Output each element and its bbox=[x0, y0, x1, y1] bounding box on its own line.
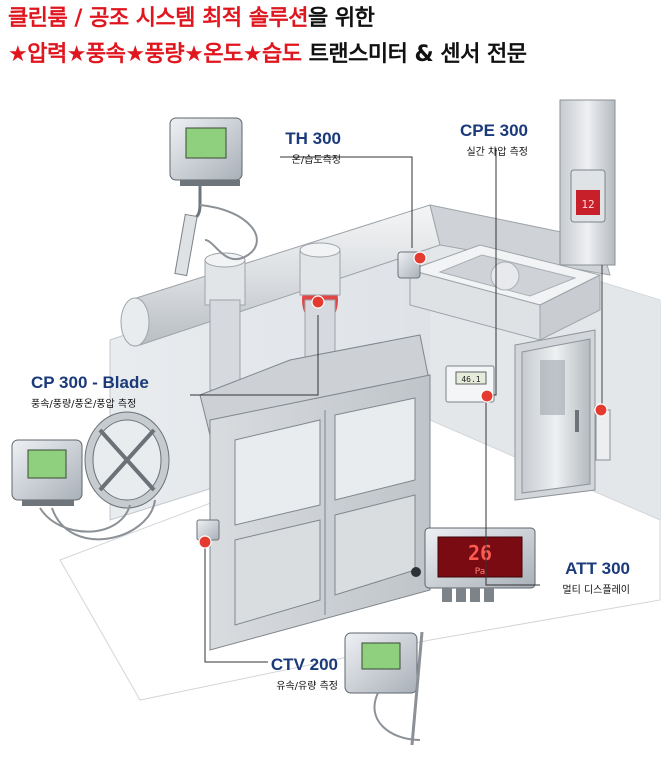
ctv200-device bbox=[344, 631, 424, 746]
cpe300-model: CPE 300 bbox=[459, 121, 528, 140]
ctv200-model: CTV 200 bbox=[270, 655, 338, 674]
headline-line-1-black: 을 위한 bbox=[307, 6, 375, 31]
cp300-blade-devices bbox=[11, 411, 170, 541]
headline-line-1: 클린룸 / 공조 시스템 최적 솔루션을 위한 bbox=[8, 6, 375, 31]
label-th300: TH 300 온/습도측정 bbox=[246, 129, 341, 166]
att300-desc: 멀티 디스플레이 bbox=[562, 585, 630, 596]
th300-desc: 온/습도측정 bbox=[291, 155, 341, 166]
marker-th300 bbox=[413, 251, 427, 265]
location-markers bbox=[198, 251, 608, 549]
label-att300: ATT 300 멀티 디스플레이 bbox=[520, 559, 630, 596]
att300-model: ATT 300 bbox=[565, 559, 630, 578]
cp300-desc: 풍속/풍량/풍온/풍압 측정 bbox=[31, 399, 137, 410]
att300-display-unit: Pa bbox=[475, 567, 486, 577]
cp300-model: CP 300 - Blade bbox=[31, 373, 149, 392]
air-duct bbox=[120, 204, 611, 391]
label-cp300: CP 300 - Blade 풍속/풍량/풍온/풍압 측정 bbox=[31, 373, 201, 410]
th300-model: TH 300 bbox=[285, 129, 341, 148]
cpe300-display-value: 12 bbox=[581, 198, 594, 211]
marker-ctv200 bbox=[198, 535, 212, 549]
headline-line-2: ★압력★풍속★풍량★온도★습도 트랜스미터 & 센서 전문 bbox=[8, 44, 527, 66]
marker-cpe300 bbox=[594, 403, 608, 417]
marker-wall-sensor bbox=[480, 389, 494, 403]
label-cpe300: CPE 300 실간 차압 측정 bbox=[430, 121, 528, 158]
label-ctv200: CTV 200 유속/유량 측정 bbox=[238, 655, 338, 692]
headline-line-1-red: 클린룸 / 공조 시스템 최적 솔루션 bbox=[8, 6, 308, 31]
att300-display-value: 26 bbox=[468, 541, 492, 565]
th300-device bbox=[169, 117, 258, 277]
headline-line-2-black: 트랜스미터 & 센서 전문 bbox=[301, 42, 527, 67]
cleanroom-door bbox=[514, 329, 596, 501]
ctv200-desc: 유속/유량 측정 bbox=[276, 681, 338, 692]
cpe300-desc: 실간 차압 측정 bbox=[466, 147, 528, 158]
att300-device: 26 Pa bbox=[411, 527, 536, 602]
wall-sensor-value: 46.1 bbox=[461, 375, 480, 384]
marker-cp300 bbox=[311, 295, 325, 309]
headline-line-2-red: ★압력★풍속★풍량★온도★습도 bbox=[8, 42, 302, 67]
fume-hoods bbox=[199, 334, 431, 651]
cpe300-wall-panel: 12 bbox=[559, 99, 616, 461]
ceiling-diffuser bbox=[408, 244, 602, 341]
leader-lines bbox=[190, 148, 540, 663]
